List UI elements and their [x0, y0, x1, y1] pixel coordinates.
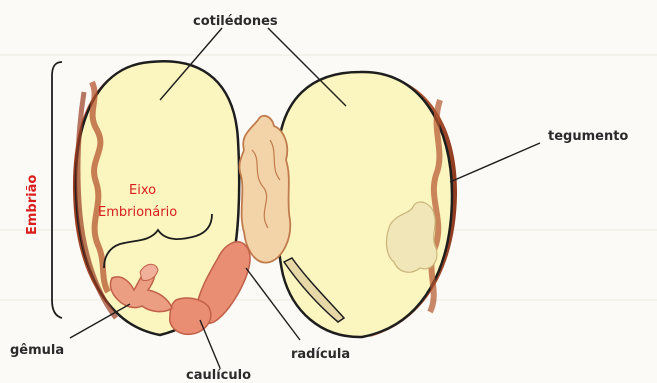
label-cauliculo: caulículo [186, 368, 251, 383]
central-hilum [239, 116, 290, 263]
label-gemula: gêmula [10, 343, 64, 358]
leader-gemula [70, 304, 130, 338]
hypocotyl-shape [170, 298, 211, 334]
label-radicula: radícula [291, 347, 350, 362]
label-eixo-line1: Eixo [129, 183, 156, 198]
label-eixo-line2: Embrionário [98, 205, 177, 220]
right-cotyledon [277, 72, 457, 337]
embryo-bracket [52, 62, 62, 318]
label-embriao: Embrião [25, 175, 40, 235]
label-tegumento: tegumento [548, 129, 628, 144]
leader-cauliculo [200, 320, 220, 368]
leader-tegumento [450, 143, 540, 182]
label-cotiledones: cotilédones [193, 14, 278, 29]
